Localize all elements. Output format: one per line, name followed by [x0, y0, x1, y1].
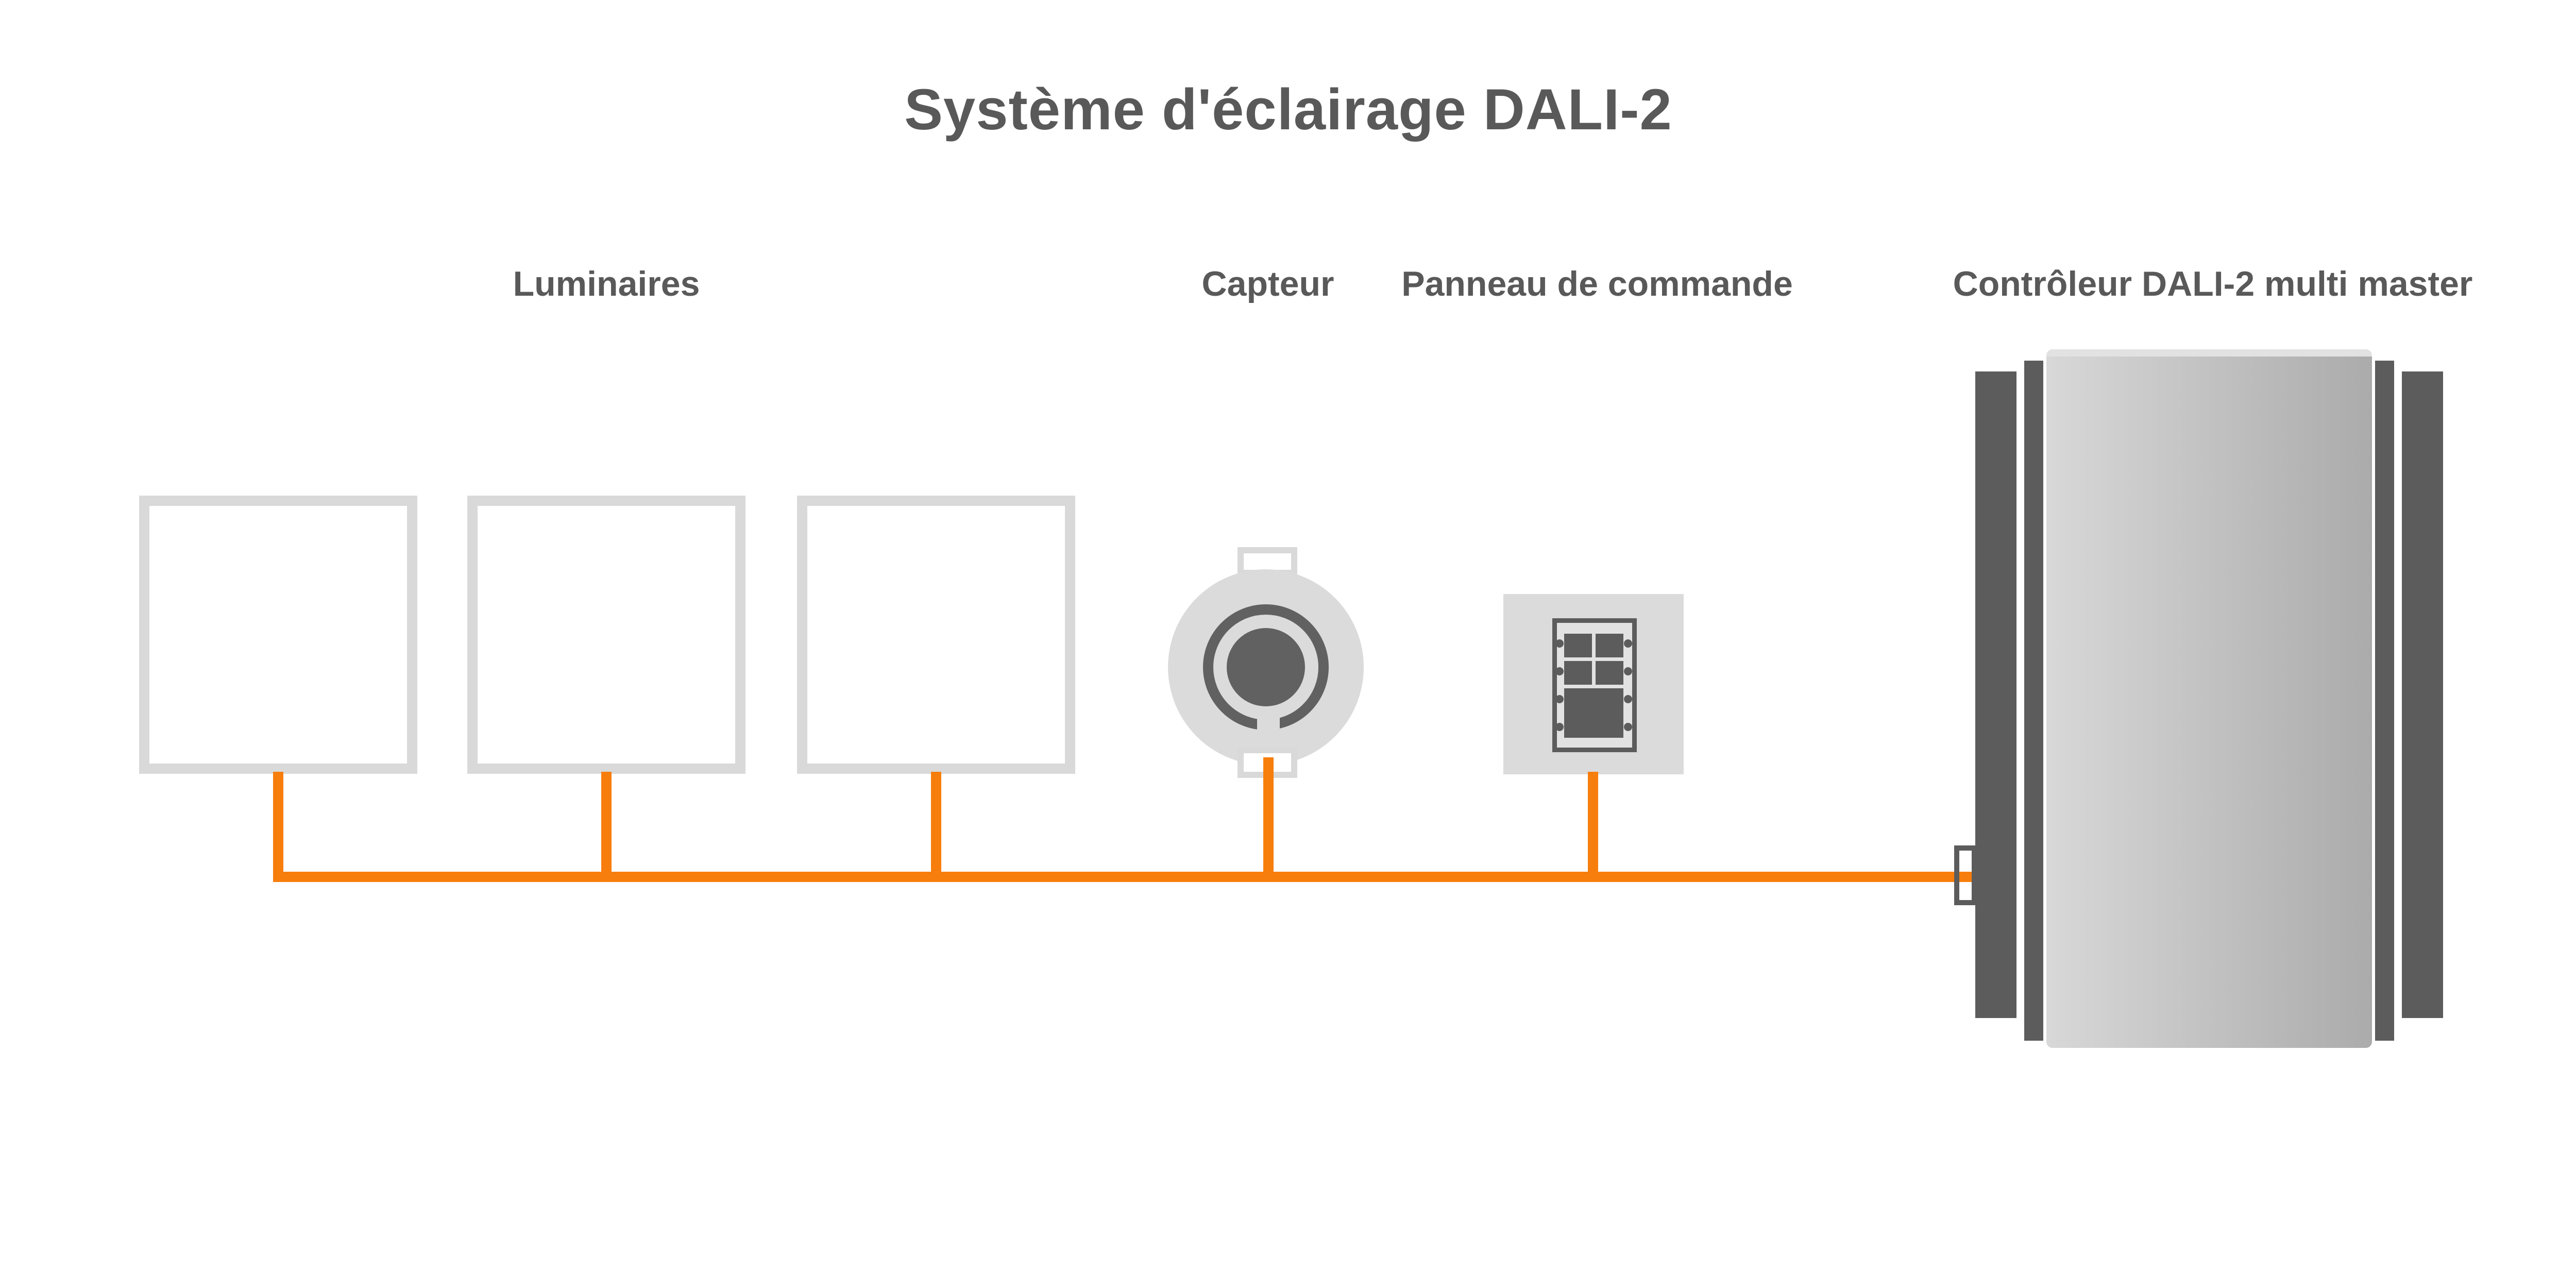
- panel-screw-dot: [1555, 723, 1564, 731]
- panel-button-3: [1564, 661, 1592, 685]
- panel-button-4: [1596, 661, 1623, 685]
- page-title: Système d'éclairage DALI-2: [904, 77, 1672, 142]
- label-controller: Contrôleur DALI-2 multi master: [1953, 264, 2473, 303]
- label-luminaires: Luminaires: [513, 264, 700, 303]
- panel-screw-dot: [1624, 667, 1632, 675]
- panel-screw-dot: [1555, 639, 1564, 648]
- panel-screw-dot: [1624, 723, 1632, 731]
- bus-drop-line-luminaire-1: [273, 772, 283, 882]
- controller-inner-right-bar: [2375, 361, 2394, 1041]
- panel-screw-dot: [1555, 695, 1564, 703]
- controller-body: [2046, 349, 2372, 1048]
- panel-button-1: [1564, 634, 1592, 657]
- bus-drop-line-luminaire-3: [931, 772, 941, 882]
- controller-inner-left-bar: [2024, 361, 2043, 1041]
- bus-connector: [1954, 845, 1977, 905]
- panel-display: [1564, 688, 1623, 738]
- panel-screw-dot: [1555, 667, 1564, 675]
- controller-outer-right-bar: [2402, 371, 2443, 1018]
- label-sensor: Capteur: [1201, 264, 1334, 303]
- sensor-bottom-clip: [1238, 747, 1297, 778]
- label-control-panel: Panneau de commande: [1401, 264, 1793, 303]
- sensor-lens: [1227, 628, 1305, 706]
- panel-screw-dot: [1624, 639, 1632, 648]
- panel-screw-dot: [1624, 695, 1632, 703]
- bus-drop-line-sensor: [1263, 757, 1274, 882]
- dali-bus-line: [273, 872, 1972, 882]
- luminaire-icon: [467, 496, 745, 774]
- bus-drop-line-panel: [1588, 772, 1598, 882]
- luminaire-icon: [139, 496, 417, 774]
- luminaire-icon: [797, 496, 1075, 774]
- sensor-ring-gap: [1257, 718, 1280, 734]
- bus-drop-line-luminaire-2: [601, 772, 612, 882]
- controller-outer-left-bar: [1975, 371, 2016, 1018]
- panel-button-2: [1596, 634, 1623, 657]
